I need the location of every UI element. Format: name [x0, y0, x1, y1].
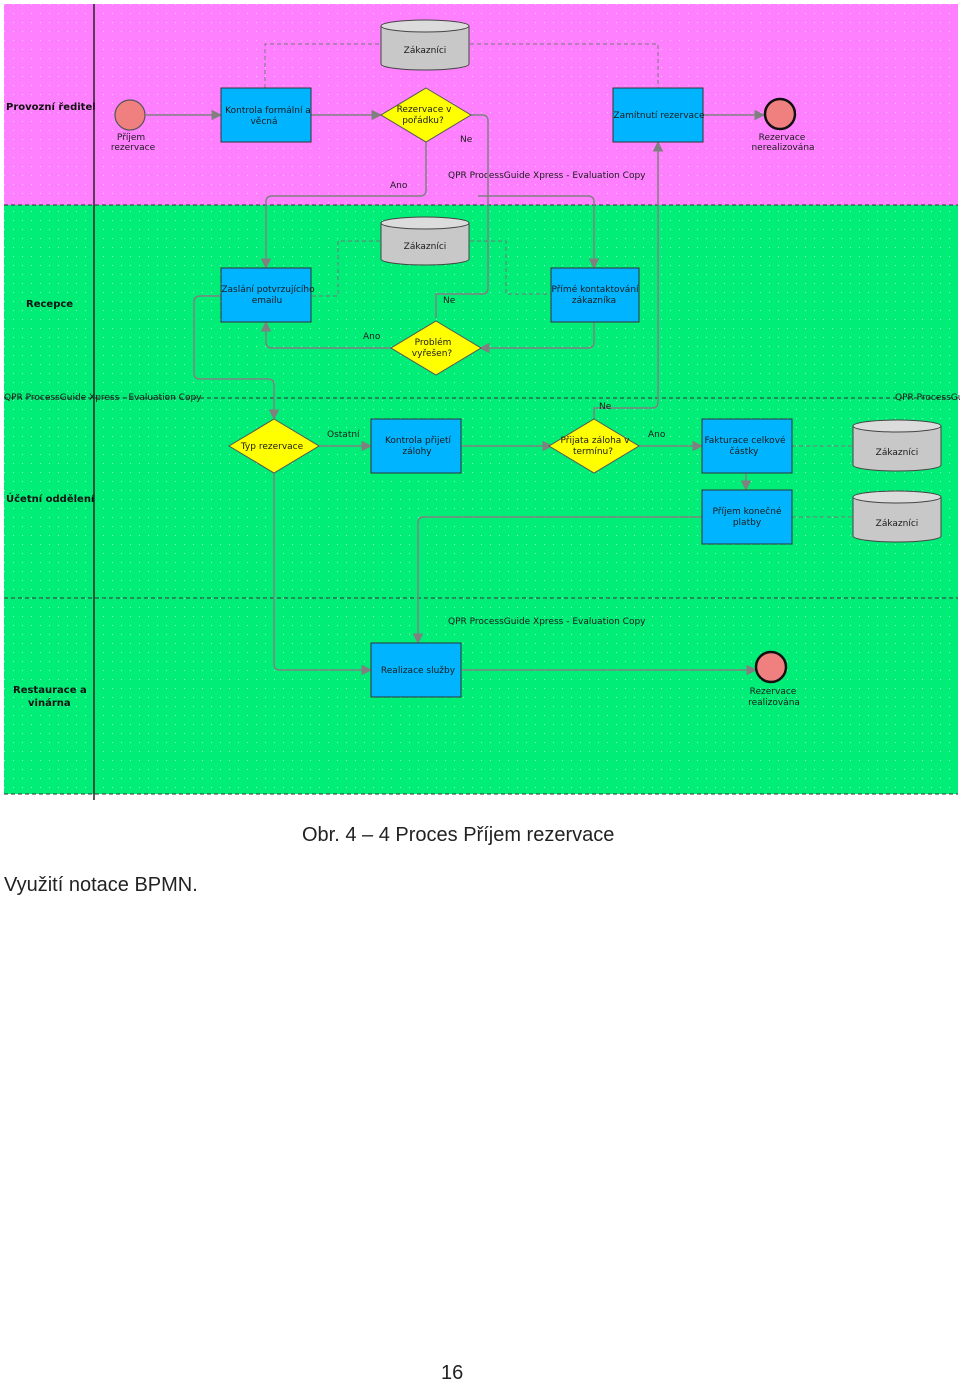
edge-label-ano: Ano [648, 430, 666, 440]
lane-label-restaurace: Restaurace a [13, 685, 87, 696]
sequence-flows [146, 109, 766, 676]
svg-text:realizována: realizována [748, 698, 800, 708]
svg-text:vyřešen?: vyřešen? [412, 348, 453, 359]
svg-text:Zákazníci: Zákazníci [876, 519, 919, 529]
svg-text:Kontrola formální a: Kontrola formální a [225, 106, 311, 116]
task-kontrola-prijeti-zalohy: Kontrola přijetí zálohy [370, 418, 462, 474]
svg-text:Zákazníci: Zákazníci [876, 448, 919, 458]
bpmn-diagram: Provozní ředitel Recepce Účetní oddělení… [4, 4, 960, 800]
lane-label-ucetni-oddeleni: Účetní oddělení [6, 492, 95, 505]
gateway-typ-rezervace: Typ rezervace [228, 418, 320, 474]
lane-label-restaurace: vinárna [28, 697, 71, 709]
svg-text:Zákazníci: Zákazníci [404, 46, 447, 56]
svg-text:Fakturace celkové: Fakturace celkové [704, 435, 786, 446]
gateway-rezervace-v-poradku: Rezervace v pořádku? [380, 87, 472, 143]
svg-text:emailu: emailu [252, 296, 283, 306]
svg-text:Přímé kontaktování: Přímé kontaktování [551, 284, 639, 295]
svg-text:věcná: věcná [250, 117, 277, 127]
svg-text:zákazníka: zákazníka [572, 296, 616, 306]
svg-text:Rezervace: Rezervace [759, 133, 806, 143]
datastore-zakaznici-1: Zákazníci [380, 19, 470, 71]
end-event-rezervace-nerealizovana: Rezervace nerealizována [751, 97, 815, 153]
lane-label-provozni-reditel: Provozní ředitel [6, 101, 96, 113]
svg-text:Zamítnutí rezervace: Zamítnutí rezervace [613, 111, 705, 121]
dot-grid [4, 4, 958, 794]
svg-text:Rezervace: Rezervace [750, 687, 797, 697]
edge-label-ne: Ne [599, 402, 612, 412]
datastore-zakaznici-2: Zákazníci [380, 216, 470, 266]
svg-text:termínu?: termínu? [573, 447, 613, 457]
svg-text:platby: platby [733, 518, 762, 528]
task-realizace-sluzby: Realizace služby [370, 642, 462, 698]
start-event-prijem-rezervace: Příjem rezervace [111, 99, 156, 153]
svg-text:Zaslání potvrzujícího: Zaslání potvrzujícího [221, 285, 315, 295]
gateway-prijata-zaloha-v-terminu: Přijata záloha v termínu? [548, 418, 640, 474]
edge-label-ostatni: Ostatní [327, 430, 360, 440]
svg-text:Problém: Problém [415, 337, 452, 348]
watermark: QPR ProcessGuide Xpress - Evaluation Cop… [4, 393, 202, 403]
svg-text:nerealizována: nerealizována [751, 143, 814, 153]
watermark: QPR ProcessGuide Xpress - Evaluation Cop… [448, 171, 646, 181]
lane-label-recepce: Recepce [26, 299, 73, 310]
task-kontrola-formalni-a-vecna: Kontrola formální a věcná [220, 87, 312, 143]
svg-text:Příjem konečné: Příjem konečné [713, 506, 782, 517]
svg-text:pořádku?: pořádku? [402, 116, 444, 126]
datastore-zakaznici-4: Zákazníci [852, 490, 942, 543]
end-event-rezervace-realizovana: Rezervace realizována [748, 650, 800, 708]
svg-text:Příjem: Příjem [117, 133, 145, 143]
gateway-problem-vyresen: Problém vyřešen? [390, 320, 482, 376]
body-text: Využití notace BPMN. [4, 874, 198, 896]
datastore-zakaznici-3: Zákazníci [852, 419, 942, 472]
task-prijem-konecne-platby: Příjem konečné platby [701, 489, 793, 545]
edge-label-ne: Ne [443, 296, 456, 306]
svg-text:Typ rezervace: Typ rezervace [240, 442, 304, 452]
edge-label-ne: Ne [460, 135, 473, 145]
svg-text:Zákazníci: Zákazníci [404, 242, 447, 252]
task-fakturace-celkove-castky: Fakturace celkové částky [701, 418, 793, 474]
edge-label-ano: Ano [363, 332, 381, 342]
svg-text:rezervace: rezervace [111, 143, 156, 153]
watermark: QPR ProcessGu [895, 393, 960, 403]
watermark: QPR ProcessGuide Xpress - Evaluation Cop… [448, 617, 646, 627]
svg-text:zálohy: zálohy [402, 447, 432, 457]
svg-text:Rezervace v: Rezervace v [397, 105, 453, 115]
page-number: 16 [441, 1362, 464, 1384]
task-prime-kontaktovani-zakaznika: Přímé kontaktování zákazníka [550, 267, 640, 323]
edge-label-ano: Ano [390, 181, 408, 191]
svg-text:částky: částky [730, 446, 760, 457]
task-zaslani-potvrzujiciho-emailu: Zaslání potvrzujícího emailu [220, 267, 315, 323]
svg-text:Přijata záloha v: Přijata záloha v [560, 436, 630, 446]
svg-text:Kontrola přijetí: Kontrola přijetí [385, 436, 452, 446]
figure-caption: Obr. 4 – 4 Proces Příjem rezervace [302, 824, 615, 846]
task-zamitnuti-rezervace: Zamítnutí rezervace [612, 87, 705, 143]
svg-text:Realizace služby: Realizace služby [381, 666, 456, 676]
